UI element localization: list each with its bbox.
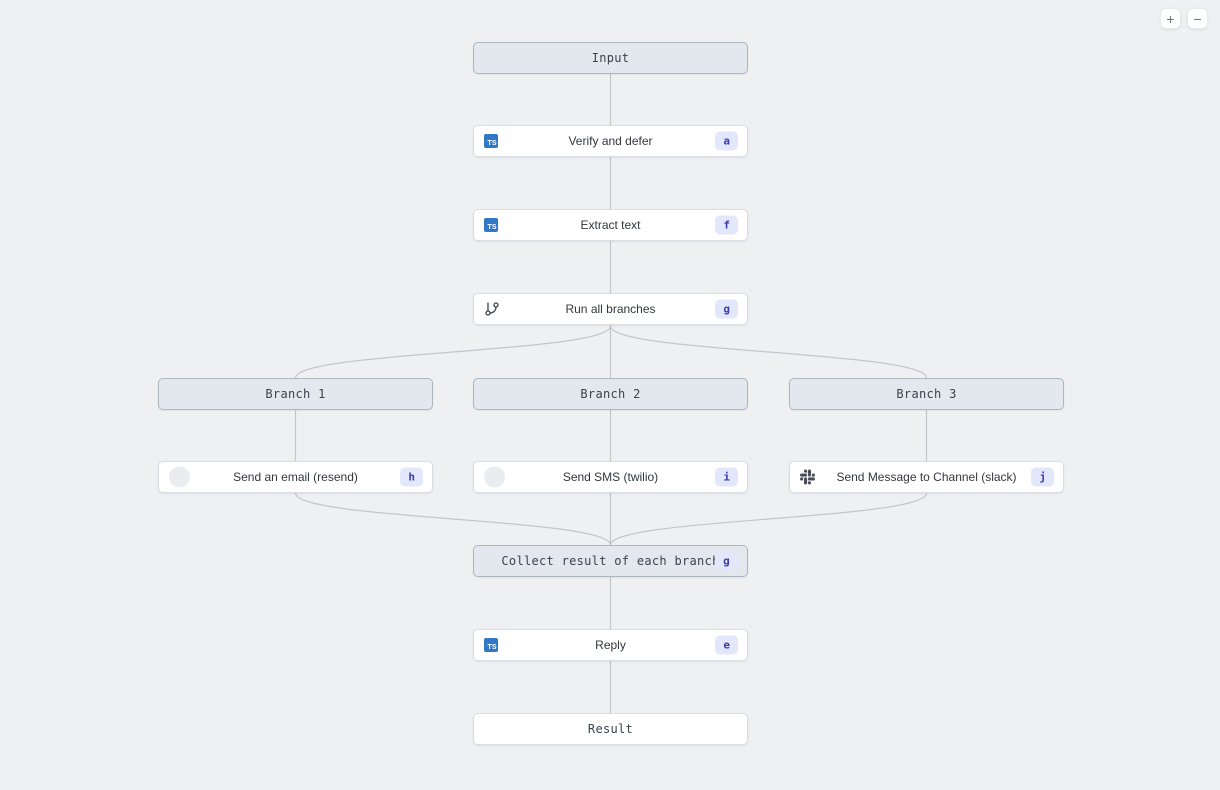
node-label: Branch 2 (580, 387, 641, 401)
node-label: Branch 3 (896, 387, 957, 401)
step-key-badge: a (715, 131, 738, 151)
node-label: Run all branches (565, 302, 656, 316)
node-label: Extract text (580, 218, 641, 232)
twilio-logo-faded-icon (484, 466, 505, 488)
typescript-icon: TS (484, 134, 498, 148)
node-branch-1[interactable]: Branch 1 (158, 378, 433, 410)
node-send-message-slack[interactable]: Send Message to Channel (slack) j (789, 461, 1064, 493)
step-key-badge: f (715, 215, 738, 235)
step-key-badge: g (715, 299, 738, 319)
node-label: Collect result of each branch (501, 554, 720, 568)
node-extract-text[interactable]: TS Extract text f (473, 209, 748, 241)
slack-icon (800, 469, 815, 485)
node-run-all-branches[interactable]: Run all branches g (473, 293, 748, 325)
node-label: Input (591, 51, 630, 65)
step-key-badge: e (715, 635, 738, 655)
node-result[interactable]: Result (473, 713, 748, 745)
node-label: Reply (595, 638, 626, 652)
node-branch-3[interactable]: Branch 3 (789, 378, 1064, 410)
node-reply[interactable]: TS Reply e (473, 629, 748, 661)
node-send-sms-twilio[interactable]: Send SMS (twilio) i (473, 461, 748, 493)
node-label: Send an email (resend) (233, 470, 358, 484)
zoom-in-button[interactable]: + (1160, 8, 1181, 29)
node-verify-and-defer[interactable]: TS Verify and defer a (473, 125, 748, 157)
node-input[interactable]: Input (473, 42, 748, 74)
step-key-badge: g (715, 551, 738, 571)
git-branch-icon (484, 301, 500, 317)
node-label: Send Message to Channel (slack) (836, 470, 1017, 484)
node-label: Send SMS (twilio) (562, 470, 659, 484)
node-collect-result[interactable]: Collect result of each branch g (473, 545, 748, 577)
step-key-badge: j (1031, 467, 1054, 487)
step-key-badge: i (715, 467, 738, 487)
node-branch-2[interactable]: Branch 2 (473, 378, 748, 410)
node-label: Verify and defer (568, 134, 653, 148)
zoom-controls: + − (1160, 8, 1208, 29)
node-send-email-resend[interactable]: Send an email (resend) h (158, 461, 433, 493)
zoom-out-button[interactable]: − (1187, 8, 1208, 29)
resend-logo-faded-icon (169, 466, 190, 488)
node-label: Result (587, 722, 634, 736)
step-key-badge: h (400, 467, 423, 487)
typescript-icon: TS (484, 638, 498, 652)
typescript-icon: TS (484, 218, 498, 232)
node-label: Branch 1 (265, 387, 326, 401)
